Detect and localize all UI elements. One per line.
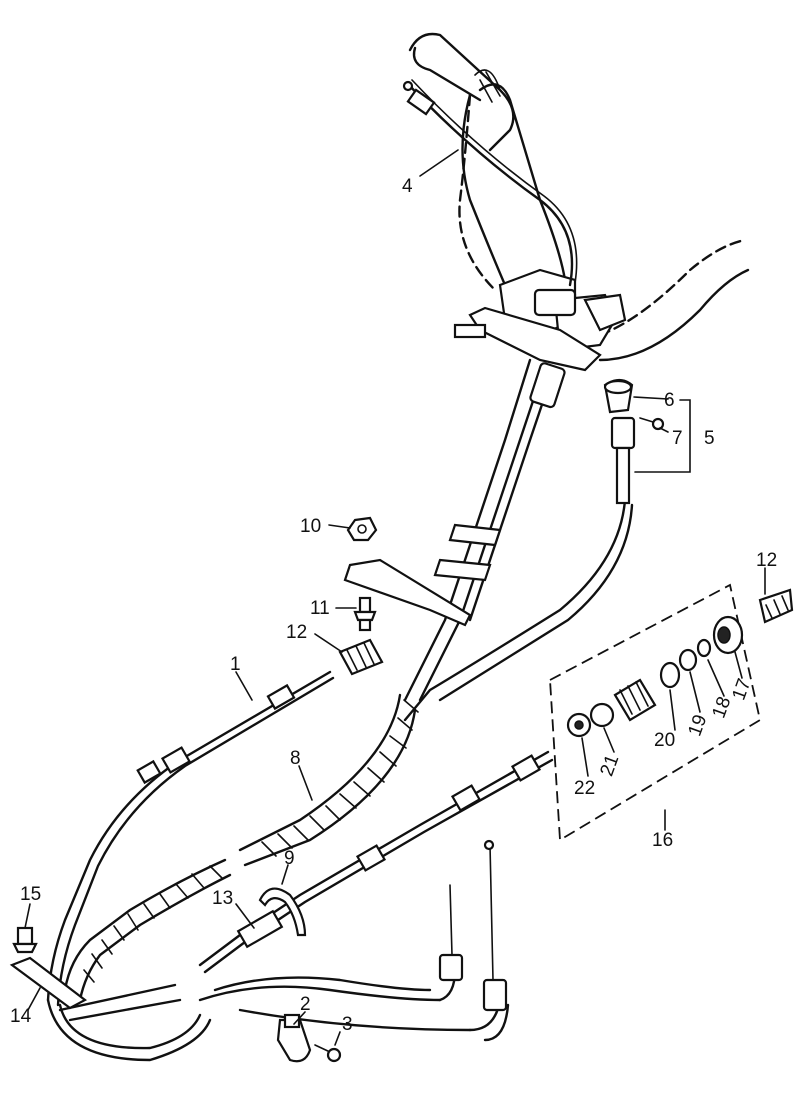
stud-11	[353, 596, 377, 632]
callout-16: 16	[652, 830, 673, 851]
nut-10	[346, 516, 378, 542]
knob-6	[603, 378, 634, 414]
callout-4: 4	[402, 176, 413, 197]
column-clamps	[343, 523, 502, 627]
group-bracket-5	[634, 399, 691, 473]
cable-1	[46, 670, 335, 1007]
cable-13	[198, 750, 554, 974]
callout-21: 21	[596, 752, 623, 779]
callout-13: 13	[212, 888, 233, 909]
callout-6: 6	[664, 390, 675, 411]
callout-20: 20	[654, 730, 675, 751]
clamp-2	[276, 1013, 312, 1063]
callout-8: 8	[290, 748, 301, 769]
boot-12-left	[338, 638, 384, 676]
clip-9	[258, 887, 307, 937]
callout-2: 2	[300, 994, 311, 1015]
callout-14: 14	[10, 1006, 32, 1027]
callout-labels: 1 2 3 4 5 6 7 8 9 10 11 12 12 13 14 15 1…	[10, 176, 777, 1035]
cable-5-run	[403, 416, 636, 722]
callout-5: 5	[704, 428, 715, 449]
lower-cable-run	[46, 839, 510, 1062]
callout-11: 11	[310, 598, 330, 619]
callout-9: 9	[284, 848, 295, 869]
callout-12-left: 12	[286, 622, 307, 643]
spiral-wrap-8	[63, 693, 419, 1002]
screw-3	[314, 1044, 342, 1063]
bracket-14	[9, 926, 88, 1010]
callout-22: 22	[574, 778, 595, 799]
cable-4	[402, 79, 578, 287]
callout-19: 19	[684, 712, 711, 739]
callout-1: 1	[230, 654, 241, 675]
callout-17: 17	[728, 676, 755, 703]
callout-12-right: 12	[756, 550, 777, 571]
detail-parts	[566, 588, 794, 738]
screw-7	[639, 417, 665, 431]
callout-18: 18	[708, 694, 735, 721]
callout-15: 15	[20, 884, 41, 905]
leader-lines	[24, 149, 766, 1046]
detail-box-16	[549, 583, 762, 842]
callout-7: 7	[672, 428, 683, 449]
handlebar	[408, 32, 750, 362]
throttle-lever-assembly	[453, 268, 627, 372]
callout-10: 10	[300, 516, 321, 537]
callout-3: 3	[342, 1014, 353, 1035]
